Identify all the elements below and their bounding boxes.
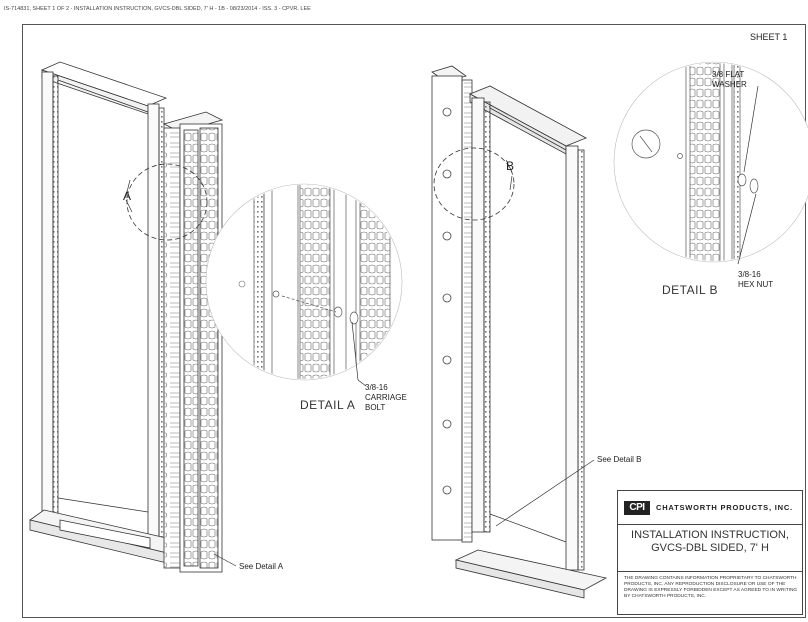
carriage-bolt-label-3: BOLT [365,403,386,412]
see-detail-a-label: See Detail A [239,562,284,571]
flat-washer-label-2: WASHER [712,80,747,89]
title-block-logo-row: CPI CHATSWORTH PRODUCTS, INC. [618,491,802,525]
hex-nut-label-2: HEX NUT [738,280,774,289]
see-detail-b-label: See Detail B [597,455,642,464]
carriage-bolt-label-2: CARRIAGE [365,393,407,402]
detail-a-title: DETAIL A [300,398,356,412]
title-block: CPI CHATSWORTH PRODUCTS, INC. INSTALLATI… [617,490,803,615]
right-rack [431,65,608,599]
sheet-number: SHEET 1 [750,32,788,42]
detail-a-view [205,183,403,387]
detail-b-circle [433,147,515,221]
cpi-logo: CPI [624,500,650,515]
proprietary-notice: THE DRAWING CONTAINS INFORMATION PROPRIE… [624,576,798,599]
detail-a-marker: A [123,189,132,203]
drawing-title-line-2: GVCS-DBL SIDED, 7' H [651,542,769,554]
left-rack [29,61,224,573]
carriage-bolt-label-1: 3/8-16 [365,383,388,392]
title-block-divider [618,571,802,572]
sheet-border [22,24,806,618]
detail-b-marker: B [506,159,515,173]
company-name: CHATSWORTH PRODUCTS, INC. [656,503,793,512]
detail-b-title: DETAIL B [662,283,719,297]
flat-washer-label-1: 3/8 FLAT [712,70,745,79]
document-id-line: IS-714831, SHEET 1 OF 2 - INSTALLATION I… [4,6,311,12]
hex-nut-label-1: 3/8-16 [738,270,761,279]
detail-b-view [613,61,808,265]
drawing-title-line-1: INSTALLATION INSTRUCTION, [631,529,789,541]
